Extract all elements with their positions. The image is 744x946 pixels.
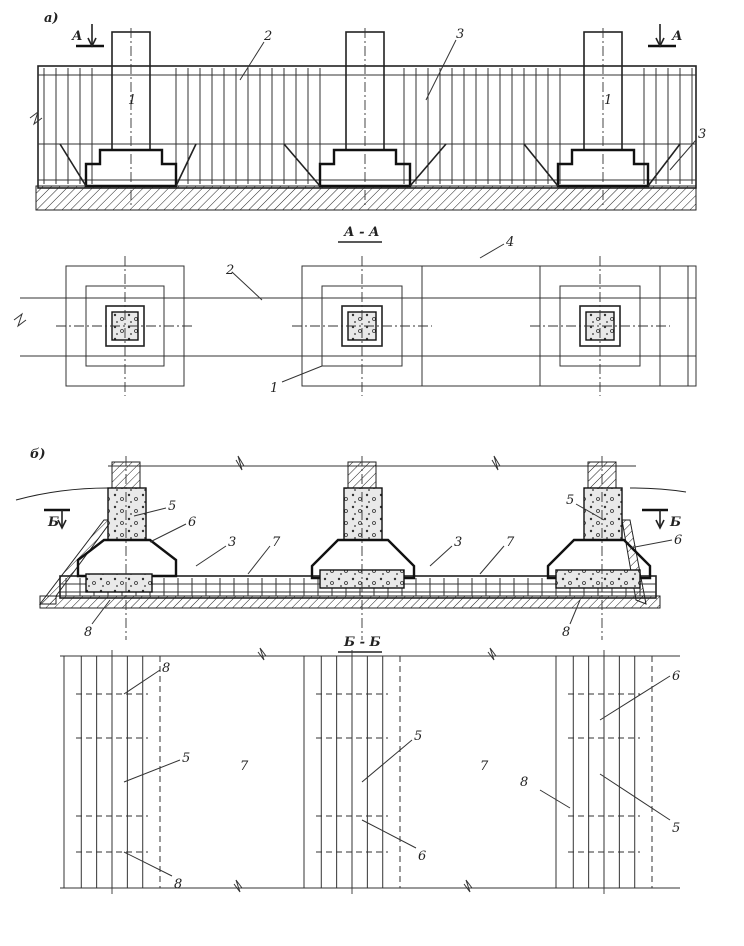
- label-5-b-left: 5: [168, 499, 176, 514]
- label-3-a-right: 3: [698, 127, 706, 142]
- label-8-b-right: 8: [562, 625, 570, 640]
- cut-a-right-label: А: [671, 29, 683, 44]
- part-a-label: а): [44, 11, 59, 26]
- cut-b-left-label: Б: [47, 515, 59, 530]
- label-1-plan: 1: [270, 381, 278, 396]
- label-5-bb-mid: 5: [414, 729, 422, 744]
- stirrups-a: [43, 68, 693, 184]
- column-2-b: [310, 456, 416, 640]
- section-bb-plan: Б - Б 8 5 8 7 5 6 7 6 8 5: [60, 635, 680, 894]
- cut-marker-b-right: [642, 508, 668, 530]
- cut-b-right-label: Б: [669, 515, 681, 530]
- part-b-label: б): [30, 447, 46, 462]
- label-6-bb-right: 6: [672, 669, 680, 684]
- column-3-b: [546, 456, 652, 640]
- label-7-b-left: 7: [272, 535, 281, 550]
- section-aa-title: А - А: [343, 225, 380, 240]
- label-2-plan: 2: [225, 263, 234, 278]
- label-1-right: 1: [604, 93, 612, 108]
- section-aa-plan: А - А: [13, 225, 697, 396]
- ground-hatch-a: [35, 185, 697, 211]
- cut-a-left-label: А: [71, 29, 83, 44]
- label-5-b-right: 5: [566, 493, 574, 508]
- pad-2-plan: [292, 256, 432, 396]
- strips-bb: [63, 650, 653, 894]
- ground-hatch-b: [39, 595, 661, 609]
- label-3-a-top: 3: [456, 27, 464, 42]
- label-8-b-left: 8: [84, 625, 92, 640]
- break-mark-a: [29, 110, 43, 126]
- label-3-b-left: 3: [228, 535, 236, 550]
- label-8-bb-top: 8: [162, 661, 170, 676]
- label-4-plan: 4: [505, 235, 514, 250]
- label-7-b-right: 7: [506, 535, 515, 550]
- label-5-bb-left: 5: [182, 751, 190, 766]
- label-8-bb-bottom: 8: [174, 877, 182, 892]
- part-b-elevation: б): [15, 447, 687, 640]
- cut-marker-b-left: [44, 508, 70, 530]
- part-a-elevation: а) А А 1 1 2 3 3: [29, 11, 706, 211]
- cut-marker-a-left: [76, 24, 104, 48]
- label-3-b-right: 3: [454, 535, 462, 550]
- slab-4-plan: [421, 265, 541, 387]
- column-1-b: [76, 456, 178, 640]
- section-bb-title: Б - Б: [343, 635, 381, 650]
- column-2-a: [283, 28, 447, 205]
- column-1-a: [59, 28, 197, 205]
- label-2-a: 2: [263, 29, 272, 44]
- label-7-bb-left: 7: [240, 759, 249, 774]
- label-6-b-right: 6: [674, 533, 682, 548]
- cut-marker-a-right: [648, 24, 676, 48]
- label-5-bb-right: 5: [672, 821, 680, 836]
- column-3-a: [523, 28, 681, 205]
- pad-1-plan: [56, 256, 194, 396]
- label-6-bb-mid: 6: [418, 849, 426, 864]
- label-6-b-left: 6: [188, 515, 196, 530]
- label-1-left: 1: [128, 93, 136, 108]
- label-7-bb-right: 7: [480, 759, 489, 774]
- beam-outline-a: [37, 65, 697, 189]
- pad-3-plan: [530, 256, 670, 396]
- label-8-bb-right: 8: [520, 775, 528, 790]
